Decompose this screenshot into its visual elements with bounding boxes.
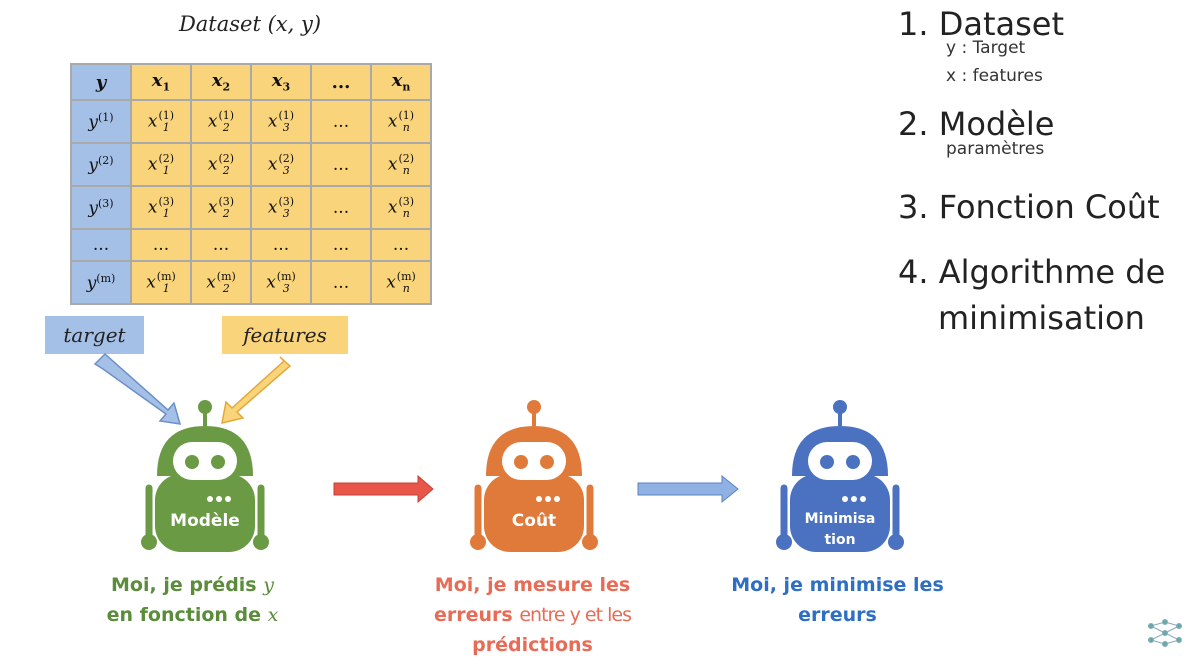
step-2-modele: 2. Modèle — [898, 105, 1055, 143]
table-cell: x(3)1 — [130, 185, 192, 230]
table-cell: x(m)n — [370, 260, 432, 305]
table-cell: x(1)n — [370, 99, 432, 144]
table-cell: ... — [130, 228, 192, 262]
table-cell: x(3)3 — [250, 185, 312, 230]
caption-cout: Moi, je mesure les erreurs entre y et le… — [434, 574, 632, 656]
caption-minimisation: Moi, je minimise les erreurs — [731, 574, 944, 626]
table-cell: ... — [310, 185, 372, 230]
step-1-target-note: y : Target — [946, 38, 1026, 58]
header-x2: x2 — [190, 63, 252, 101]
step-4-minimisation: minimisation — [938, 299, 1145, 337]
dataset-title: Dataset (x, y) — [178, 12, 322, 36]
table-cell: ... — [310, 260, 372, 305]
step-3-fonction-cout: 3. Fonction Coût — [898, 188, 1160, 226]
header-ellipsis: ... — [310, 63, 372, 101]
table-cell: ... — [190, 228, 252, 262]
header-x3: x3 — [250, 63, 312, 101]
table-cell: ... — [310, 99, 372, 144]
robot-modele-icon — [141, 400, 269, 552]
table-cell: x(m)2 — [190, 260, 252, 305]
robot-minimisation-label: Minimisa tion — [804, 511, 876, 548]
table-cell: y(m) — [70, 260, 132, 305]
table-cell: ... — [70, 228, 132, 262]
table-cell: ... — [250, 228, 312, 262]
table-cell: x(2)2 — [190, 142, 252, 187]
step-2-parametres-note: paramètres — [946, 139, 1045, 159]
step-1-features-note: x : features — [946, 66, 1043, 86]
table-cell: y(1) — [70, 99, 132, 144]
table-cell: ... — [310, 228, 372, 262]
step-1-dataset: 1. Dataset — [898, 5, 1065, 43]
caption-modele: Moi, je prédis y en fonction de x — [106, 574, 279, 626]
robot-modele: Modèle — [135, 398, 275, 568]
robot-cout-label: Coût — [511, 511, 557, 531]
table-cell: y(3) — [70, 185, 132, 230]
table-cell: x(2)1 — [130, 142, 192, 187]
network-logo-icon — [1148, 619, 1182, 647]
modele-to-cout-arrow — [333, 474, 434, 504]
table-cell: x(m)1 — [130, 260, 192, 305]
table-cell: x(3)n — [370, 185, 432, 230]
target-arrow — [93, 352, 182, 425]
cout-to-min-arrow — [637, 474, 739, 504]
features-arrow — [221, 356, 292, 424]
table-cell: x(1)1 — [130, 99, 192, 144]
table-cell: x(2)n — [370, 142, 432, 187]
table-cell: ... — [370, 228, 432, 262]
header-x1: x1 — [130, 63, 192, 101]
target-label: target — [45, 316, 144, 354]
table-cell: x(1)3 — [250, 99, 312, 144]
table-cell: x(2)3 — [250, 142, 312, 187]
table-cell: x(m)3 — [250, 260, 312, 305]
features-label: features — [222, 316, 348, 354]
table-row: .................. — [70, 228, 432, 262]
table-cell: y(2) — [70, 142, 132, 187]
robot-minimisation: Minimisa tion — [770, 398, 910, 568]
robot-modele-label: Modèle — [170, 511, 240, 531]
header-xn: xn — [370, 63, 432, 101]
table-cell: x(1)2 — [190, 99, 252, 144]
robot-cout-icon — [470, 400, 598, 552]
table-cell: ... — [310, 142, 372, 187]
robot-minimisation-icon — [776, 400, 904, 552]
table-header-row: y x1 x2 x3 ... xn — [70, 63, 432, 101]
step-4-algorithme: 4. Algorithme de — [898, 253, 1166, 291]
header-y: y — [70, 63, 132, 101]
robot-cout: Coût — [464, 398, 604, 568]
table-cell: x(3)2 — [190, 185, 252, 230]
